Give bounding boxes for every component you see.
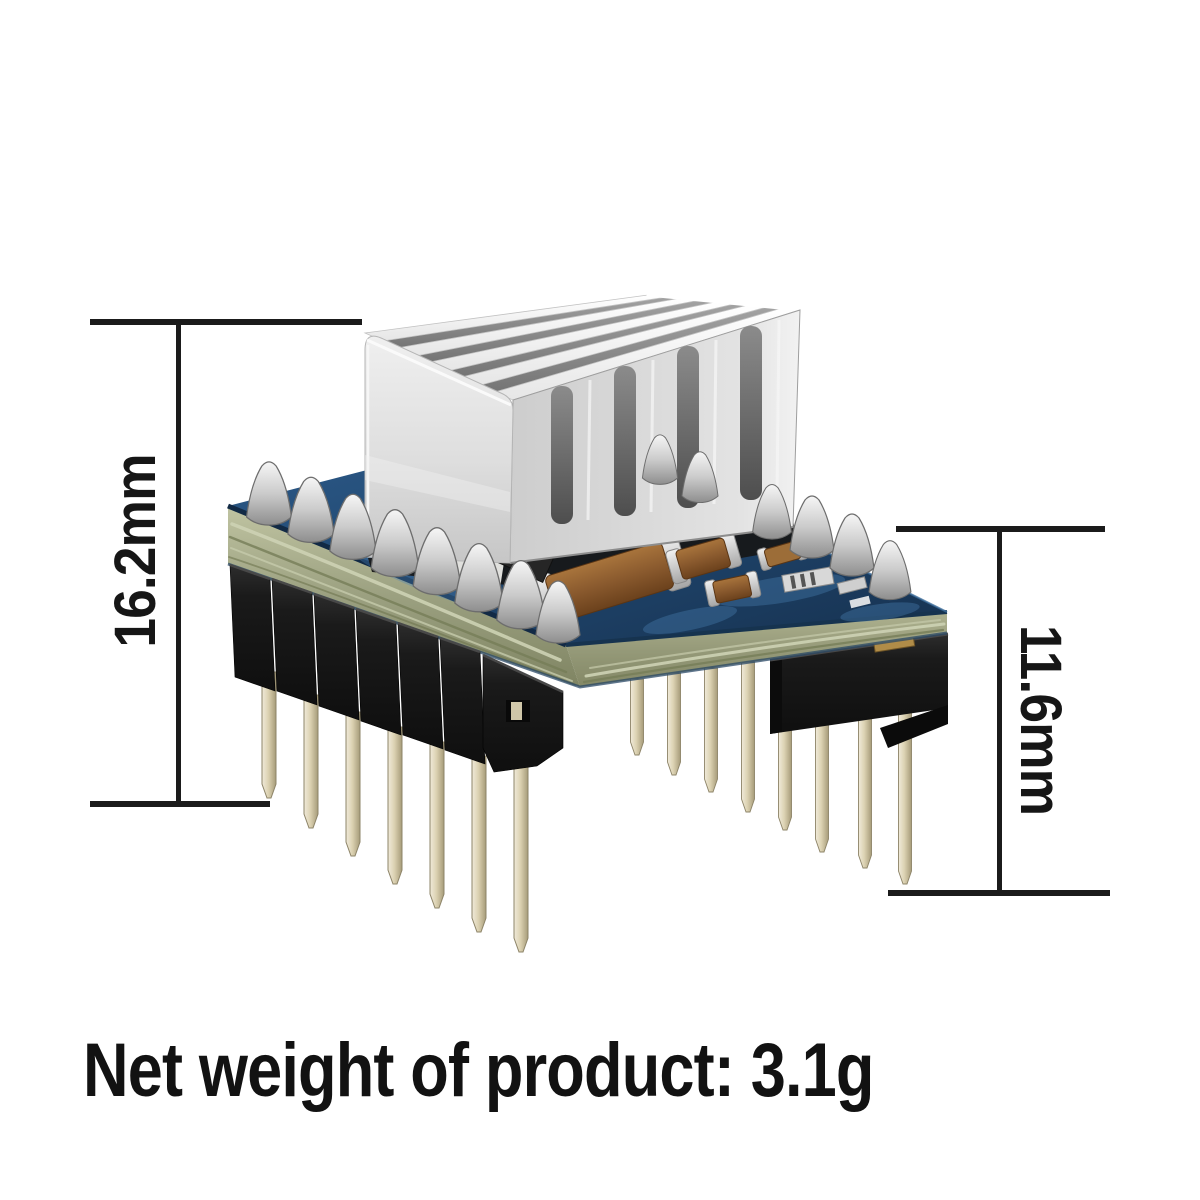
pin-glint [511, 702, 522, 720]
left-dimension-line [90, 319, 362, 807]
pin-row-front [261, 671, 529, 953]
heatsink [363, 293, 802, 564]
heatsink-front-plate [364, 335, 514, 564]
left-dimension-label: 16.2mm [102, 454, 168, 648]
right-dimension-label: 11.6mm [1008, 624, 1074, 816]
ic-component [781, 566, 835, 593]
pin-header-front [229, 563, 564, 773]
capacitor-small [704, 570, 762, 608]
pcb-edge [227, 506, 948, 689]
net-weight-caption: Net weight of product: 3.1g [83, 1028, 874, 1113]
dimension-lines [90, 319, 1110, 896]
capacitor-medium [665, 532, 743, 585]
right-dimension-line [888, 526, 1110, 896]
